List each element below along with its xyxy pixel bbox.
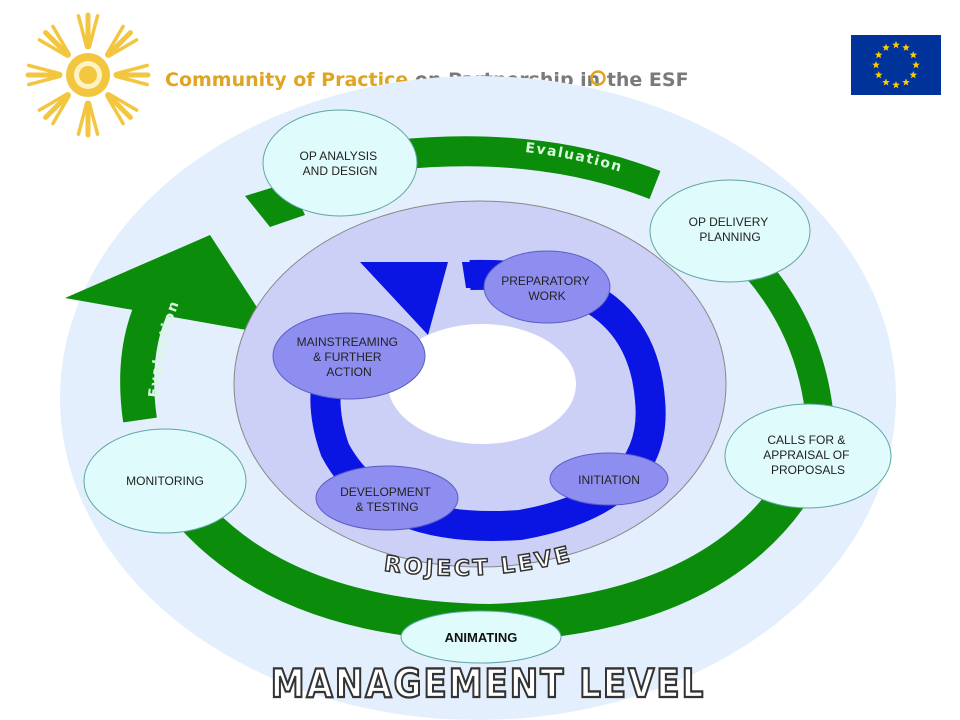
stage-preparatory-line2: WORK bbox=[528, 289, 565, 303]
stage-animating-label: ANIMATING bbox=[445, 630, 518, 645]
logo-ray bbox=[114, 74, 149, 87]
logo-ray bbox=[105, 24, 125, 57]
eu-star-icon bbox=[874, 51, 883, 59]
project-ring-arrowhead bbox=[360, 262, 448, 335]
eu-flag-icon bbox=[851, 35, 941, 95]
svg-text:OP DELIVERY PLANNING: OP DELIVERY PLANNING bbox=[689, 215, 772, 244]
stage-calls-for-line2: APPRAISAL OF bbox=[763, 448, 849, 462]
stage-development-line1: DEVELOPMENT bbox=[340, 485, 431, 499]
logo-ray bbox=[87, 14, 100, 49]
stage-development-line2: & TESTING bbox=[355, 500, 418, 514]
stage-preparatory[interactable]: PREPARATORY WORK bbox=[483, 250, 611, 324]
eu-star-icon bbox=[909, 51, 918, 59]
stage-calls-for-line1: CALLS FOR & bbox=[767, 433, 845, 447]
eu-star-icon bbox=[882, 43, 890, 51]
logo-ray bbox=[106, 38, 139, 58]
stage-op-analysis-line2: AND DESIGN bbox=[303, 164, 378, 178]
logo-center bbox=[79, 66, 97, 84]
stage-op-delivery[interactable]: OP DELIVERY PLANNING bbox=[649, 179, 811, 283]
logo-ray bbox=[51, 24, 71, 57]
ring-top-arc bbox=[393, 136, 661, 199]
stage-op-delivery-line2: PLANNING bbox=[699, 230, 760, 244]
eu-star-icon bbox=[872, 61, 880, 69]
eu-star-icon bbox=[902, 78, 910, 86]
logo-ray bbox=[27, 63, 62, 76]
logo-ray bbox=[105, 30, 133, 58]
logo-ray bbox=[114, 63, 149, 76]
management-level-label: MANAGEMENT LEVEL bbox=[271, 661, 706, 707]
logo-ray bbox=[43, 30, 71, 58]
svg-text:OP ANALYSIS AND DESIGN: OP ANALYSIS AND DESIGN bbox=[300, 149, 381, 178]
svg-text:MAINSTREAMING & FURTHER: MAINSTREAMING & FURTHER ACTION bbox=[297, 335, 402, 379]
stage-monitoring-label: MONITORING bbox=[126, 474, 204, 488]
header-title-part1: Community of Practice bbox=[165, 69, 408, 91]
stage-development[interactable]: DEVELOPMENT & TESTING bbox=[315, 465, 459, 531]
project-cycle-ring bbox=[310, 259, 666, 541]
logo-ray bbox=[76, 14, 89, 49]
center-hole bbox=[388, 324, 576, 444]
stage-animating[interactable]: ANIMATING bbox=[400, 610, 562, 664]
stage-op-delivery-line1: OP DELIVERY bbox=[689, 215, 769, 229]
logo-ray bbox=[105, 92, 133, 120]
logo-ray bbox=[37, 38, 70, 58]
eu-star-icon bbox=[892, 41, 900, 49]
svg-text:PREPARATORY WORK: PREPARATORY WORK bbox=[501, 274, 593, 303]
stage-monitoring[interactable]: MONITORING bbox=[83, 428, 247, 534]
logo-ray bbox=[87, 101, 100, 136]
logo-ray bbox=[43, 92, 71, 120]
logo-ray bbox=[106, 92, 139, 112]
stage-calls-for-line3: PROPOSALS bbox=[771, 463, 845, 477]
svg-text:CALLS FOR & APPRAISAL OF: CALLS FOR & APPRAISAL OF PROPOSALS bbox=[763, 433, 853, 477]
stage-mainstreaming-line1: MAINSTREAMING bbox=[297, 335, 398, 349]
logo-ray bbox=[76, 101, 89, 136]
svg-text:DEVELOPMENT & TESTING: DEVELOPMENT & TESTING bbox=[340, 485, 434, 514]
project-ring-tail bbox=[462, 262, 490, 288]
logo-ray bbox=[37, 92, 70, 112]
stage-mainstreaming-line2: & FURTHER bbox=[313, 350, 382, 364]
eu-star-icon bbox=[892, 81, 900, 89]
stage-op-analysis-line1: OP ANALYSIS bbox=[300, 149, 378, 163]
eu-star-icon bbox=[909, 71, 918, 79]
stage-preparatory-line1: PREPARATORY bbox=[501, 274, 589, 288]
logo-ray bbox=[51, 93, 71, 126]
logo-ray bbox=[105, 93, 125, 126]
header-title-mark-icon bbox=[590, 70, 606, 86]
eu-star-icon bbox=[874, 71, 883, 79]
eu-star-icon bbox=[902, 43, 910, 51]
stage-initiation[interactable]: INITIATION bbox=[549, 452, 669, 506]
eu-star-icon bbox=[912, 61, 920, 69]
stage-mainstreaming[interactable]: MAINSTREAMING & FURTHER ACTION bbox=[272, 312, 426, 400]
stage-calls-for[interactable]: CALLS FOR & APPRAISAL OF PROPOSALS bbox=[724, 403, 892, 509]
ring-arrowhead-left bbox=[65, 235, 275, 335]
sun-logo-icon bbox=[25, 12, 151, 138]
logo-ray bbox=[27, 74, 62, 87]
stage-initiation-label: INITIATION bbox=[578, 473, 640, 487]
eu-star-icon bbox=[882, 78, 890, 86]
stage-op-analysis[interactable]: OP ANALYSIS AND DESIGN bbox=[262, 109, 418, 217]
project-ring-arc bbox=[310, 259, 666, 541]
stage-mainstreaming-line3: ACTION bbox=[326, 365, 371, 379]
